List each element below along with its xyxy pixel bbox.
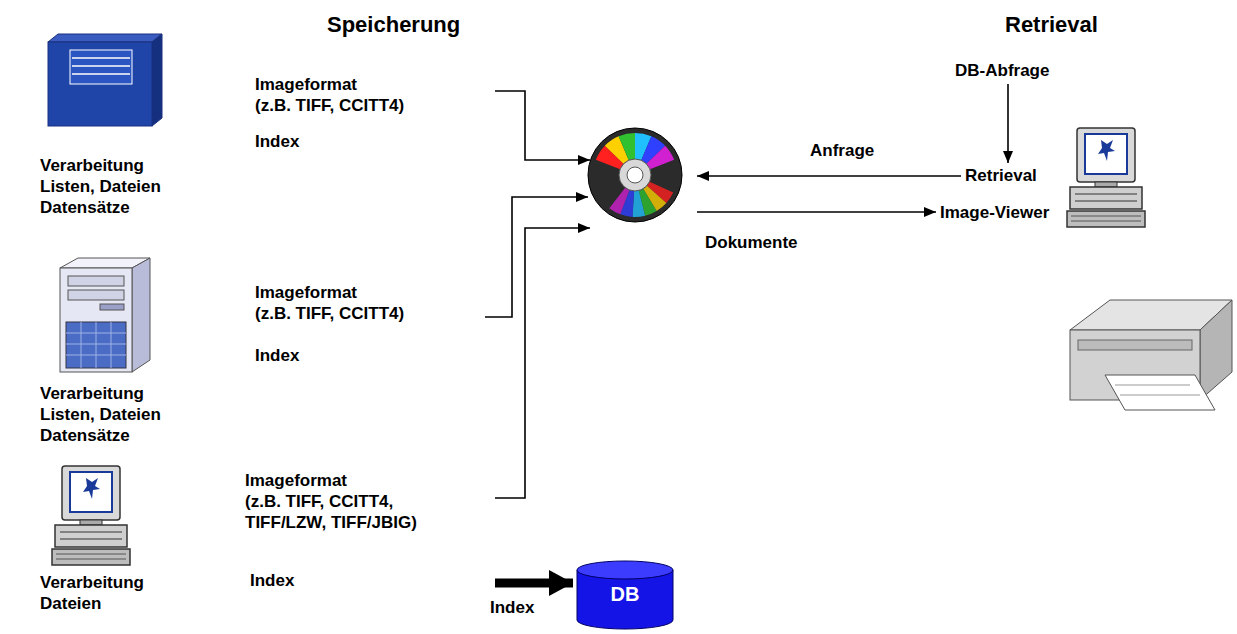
printer-icon <box>1070 300 1232 410</box>
pc-icon <box>52 466 130 565</box>
index-label: Index <box>250 570 294 591</box>
arrow-connector <box>495 228 590 498</box>
server-icon <box>60 258 150 372</box>
cd-rom <box>587 127 683 223</box>
db-label: DB <box>575 582 675 606</box>
cd-disc <box>587 127 683 223</box>
edge-label: Anfrage <box>808 140 876 161</box>
format-label: Imageformat (z.B. TIFF, CCITT4, TIFF/LZW… <box>245 470 450 533</box>
pc-icon <box>1067 128 1145 227</box>
icon-caption: Verarbeitung Dateien <box>40 572 190 614</box>
arrow-connector <box>697 175 961 177</box>
format-label: Imageformat (z.B. TIFF, CCITT4) <box>255 282 455 324</box>
node-text: Image-Viewer <box>940 202 1049 223</box>
icon-caption: Verarbeitung Listen, Dateien Datensätze <box>40 383 190 446</box>
index-label: Index <box>255 131 299 152</box>
section-heading: Retrieval <box>1005 12 1098 38</box>
text-node: DB-Abfrage <box>955 60 1049 81</box>
thick-arrow <box>495 579 573 588</box>
arrow-connector <box>485 197 588 317</box>
mainframe-icon <box>48 34 162 126</box>
format-label: Imageformat (z.B. TIFF, CCITT4) <box>255 74 455 116</box>
arrow-connector <box>1007 84 1009 163</box>
arrow-connector <box>495 91 590 160</box>
section-heading: Speicherung <box>327 12 460 38</box>
edge-label: Dokumente <box>703 232 800 253</box>
text-node: Retrieval <box>965 165 1037 186</box>
icon-caption: Verarbeitung Listen, Dateien Datensätze <box>40 155 190 218</box>
arrow-connector <box>697 211 936 213</box>
index-label: Index <box>255 345 299 366</box>
node-text: Retrieval <box>965 165 1037 186</box>
node-text: DB-Abfrage <box>955 60 1049 81</box>
text-node: Image-Viewer <box>940 202 1049 223</box>
database-cylinder: DB <box>575 560 675 630</box>
edge-label: Index <box>488 597 536 618</box>
